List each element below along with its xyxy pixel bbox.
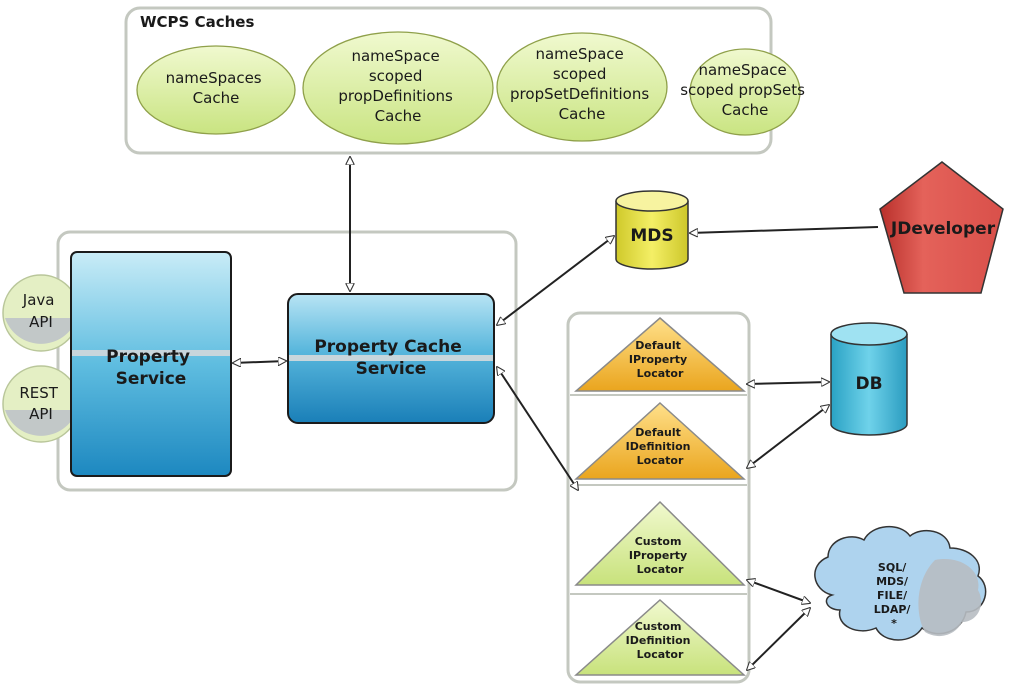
storage-cloud-label: SQL/ MDS/ FILE/ LDAP/ * bbox=[874, 561, 915, 630]
arrow-locator-to-db-1 bbox=[747, 382, 829, 384]
cache-label: nameSpace scoped propSets Cache bbox=[680, 61, 810, 119]
arrow-property-to-cache-service bbox=[233, 361, 286, 363]
jdeveloper-tool: JDeveloper bbox=[879, 161, 1004, 294]
cache-propsetdefinitions: nameSpace scoped propSetDefinitions Cach… bbox=[496, 32, 668, 142]
locator-label: Default IDefinition Locator bbox=[626, 426, 695, 467]
locator-custom-idefinition: Custom IDefinition Locator bbox=[574, 598, 746, 676]
java-api: Java API bbox=[2, 274, 80, 352]
db-label: DB bbox=[855, 374, 882, 394]
locator-label: Custom IProperty Locator bbox=[629, 535, 691, 576]
arrow-cache-service-to-locators bbox=[497, 367, 578, 490]
api-label: REST API bbox=[19, 384, 62, 423]
cache-label: nameSpace scoped propDefinitions Cache bbox=[338, 47, 457, 125]
caches-group-title: WCPS Caches bbox=[140, 13, 254, 31]
connectors bbox=[233, 157, 879, 670]
storage-cloud: SQL/ MDS/ FILE/ LDAP/ * bbox=[814, 526, 987, 641]
locators-group bbox=[566, 311, 751, 684]
locator-default-idefinition: Default IDefinition Locator bbox=[574, 401, 746, 480]
arrow-locator-to-cloud-2 bbox=[747, 608, 810, 670]
mds-store: MDS bbox=[615, 190, 689, 270]
locator-label: Default IProperty Locator bbox=[629, 339, 691, 380]
cache-propsets: nameSpace scoped propSets Cache bbox=[680, 48, 810, 136]
db-store: DB bbox=[830, 322, 908, 436]
property-service-label: Property Service bbox=[106, 347, 196, 389]
cache-label: nameSpace scoped propSetDefinitions Cach… bbox=[510, 45, 654, 123]
property-service: Property Service bbox=[70, 251, 232, 477]
cache-label: nameSpaces Cache bbox=[166, 69, 267, 107]
arrow-locator-to-db-2 bbox=[747, 405, 829, 468]
cache-propdefinitions: nameSpace scoped propDefinitions Cache bbox=[302, 31, 494, 145]
cache-namespaces: nameSpaces Cache bbox=[136, 45, 296, 135]
locator-custom-iproperty: Custom IProperty Locator bbox=[574, 500, 746, 586]
rest-api: REST API bbox=[2, 365, 80, 443]
arrow-cache-service-to-mds bbox=[497, 236, 614, 325]
property-cache-service: Property Cache Service bbox=[287, 293, 495, 424]
locator-label: Custom IDefinition Locator bbox=[626, 620, 695, 661]
property-cache-service-label: Property Cache Service bbox=[314, 337, 467, 379]
api-label: Java API bbox=[22, 291, 59, 331]
locator-default-iproperty: Default IProperty Locator bbox=[573, 317, 747, 392]
jdeveloper-label: JDeveloper bbox=[890, 219, 996, 239]
arrow-jdeveloper-to-mds bbox=[690, 226, 879, 233]
mds-label: MDS bbox=[630, 226, 673, 246]
arrow-locator-to-cloud-1 bbox=[747, 580, 810, 603]
